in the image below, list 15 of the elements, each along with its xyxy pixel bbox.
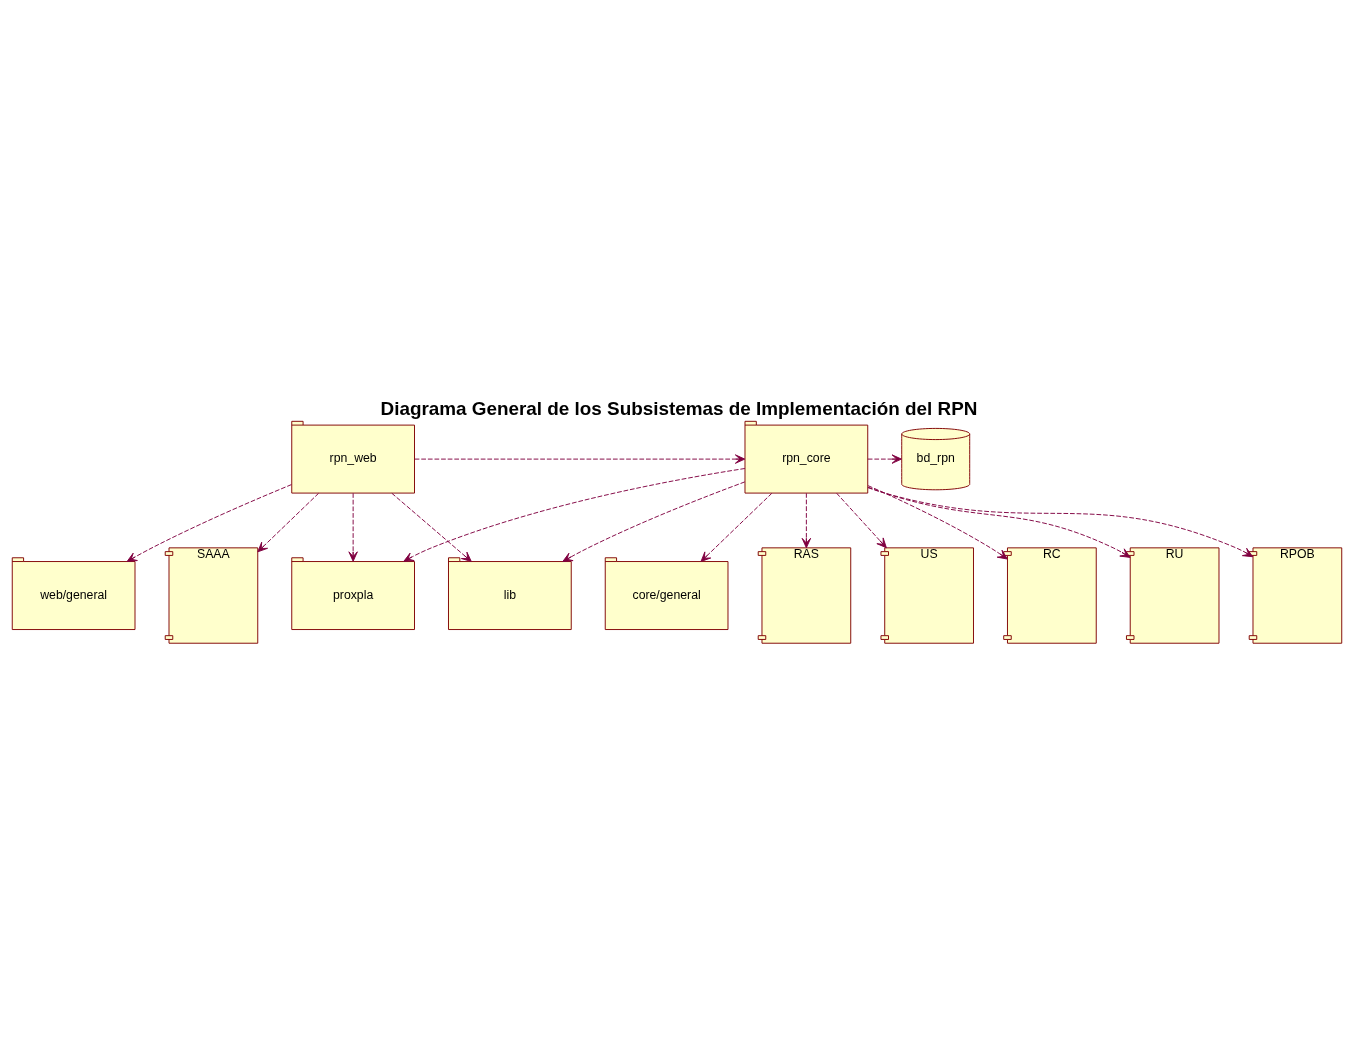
arrow — [867, 453, 902, 464]
arrow — [836, 492, 887, 548]
arrow — [867, 486, 1131, 558]
arrow — [562, 480, 746, 562]
diagram-title: Diagrama General de los Subsistemas de Implementación del RPN — [380, 397, 978, 419]
arrow — [867, 486, 1254, 557]
arrow — [257, 492, 320, 552]
arrow — [867, 484, 1008, 559]
arrow — [700, 492, 773, 562]
arrow — [801, 492, 812, 548]
arrow — [391, 492, 472, 562]
arrow — [348, 492, 358, 562]
arrow — [403, 467, 746, 562]
arrow — [126, 483, 292, 562]
arrow — [414, 453, 746, 464]
